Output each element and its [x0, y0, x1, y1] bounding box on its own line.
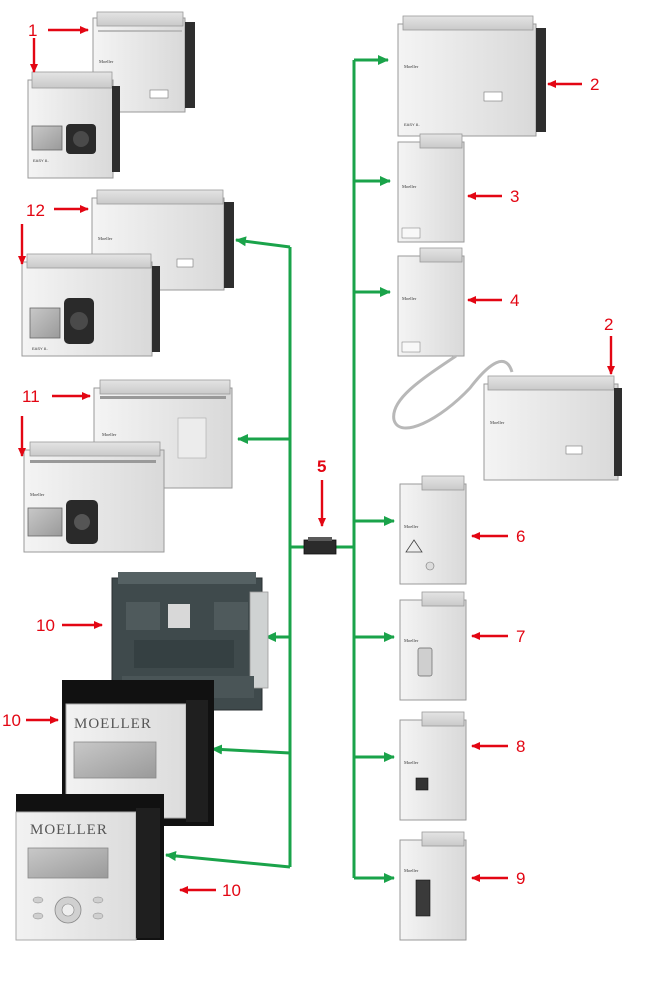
callout-label-2-top: 2 [590, 75, 599, 94]
device-2-expansion-top: Moeller EASY 8.. [397, 15, 546, 137]
device-5-bus-connector [303, 537, 337, 555]
callout-label-12: 12 [26, 201, 45, 220]
device-10-keypad-panel: MOELLER [15, 794, 164, 941]
device-1-base-unit: EASY 8.. [27, 71, 120, 179]
callout-label-3: 3 [510, 187, 519, 206]
device-2b-brand: Moeller [490, 420, 505, 425]
callout-label-7: 7 [516, 627, 525, 646]
device-10b-brand: MOELLER [74, 716, 152, 732]
device-12-base-unit: EASY 8.. [21, 253, 160, 357]
device-1-brand: Moeller [99, 59, 114, 64]
device-4-brand: Moeller [402, 296, 417, 301]
device-12-brand: Moeller [98, 236, 113, 241]
device-9-narrow-module: Moeller [399, 831, 467, 941]
device-8-brand: Moeller [404, 760, 419, 765]
callout-label-10a: 10 [36, 616, 55, 635]
device-4-narrow-module: Moeller [397, 247, 465, 357]
callout-label-10b: 10 [2, 711, 21, 730]
callout-label-1: 1 [28, 21, 37, 40]
device-7-brand: Moeller [404, 638, 419, 643]
device-12-model: EASY 8.. [32, 346, 48, 351]
device-11-base-unit: Moeller [23, 441, 165, 553]
device-8-narrow-module: Moeller [399, 711, 467, 821]
device-2-brand: Moeller [404, 64, 419, 69]
device-3-narrow-module: Moeller [397, 133, 465, 243]
device-1-expansion: Moeller [92, 11, 195, 113]
callout-label-10c: 10 [222, 881, 241, 900]
connection-lines [165, 55, 395, 883]
device-6-narrow-module: Moeller [399, 475, 467, 585]
callout-label-9: 9 [516, 869, 525, 888]
device-9-brand: Moeller [404, 868, 419, 873]
device-3-brand: Moeller [402, 184, 417, 189]
callout-label-8: 8 [516, 737, 525, 756]
callout-label-11: 11 [22, 387, 40, 406]
device-11-brand: Moeller [102, 432, 117, 437]
callout-label-6: 6 [516, 527, 525, 546]
device-2-expansion-lower: Moeller [483, 375, 622, 481]
callout-arrows [18, 26, 615, 894]
device-10c-brand: MOELLER [30, 822, 108, 838]
callout-label-5: 5 [317, 457, 326, 476]
device-2-model: EASY 8.. [404, 122, 420, 127]
device-1-model: EASY 8.. [33, 158, 49, 163]
callout-labels: 1 2 2 3 4 5 6 7 8 9 10 10 10 11 12 [2, 21, 613, 900]
callout-label-2-lower: 2 [604, 315, 613, 334]
device-4-link-cable [392, 354, 514, 430]
callout-label-4: 4 [510, 291, 519, 310]
link-to-10c [165, 850, 291, 869]
device-7-narrow-module: Moeller [399, 591, 467, 701]
link-to-12 [235, 236, 291, 249]
link-to-10b [211, 744, 291, 755]
device-6-brand: Moeller [404, 524, 419, 529]
device-11-base-brand: Moeller [30, 492, 45, 497]
